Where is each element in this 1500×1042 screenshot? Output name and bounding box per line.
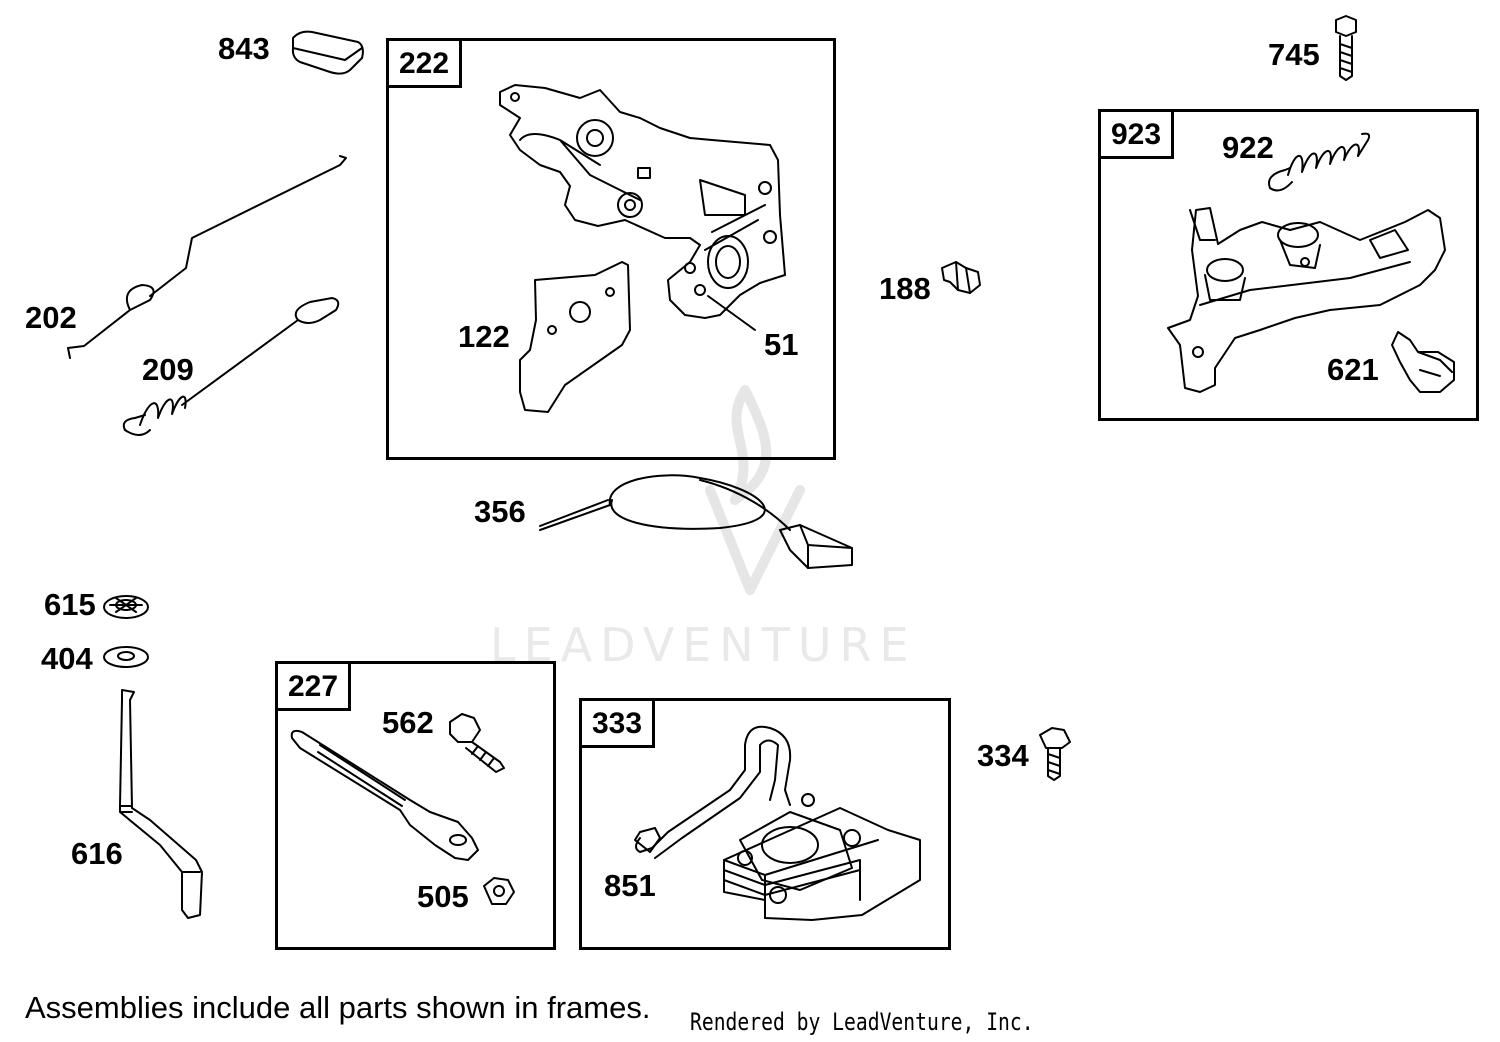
callout-202[interactable]: 202 bbox=[25, 300, 77, 335]
frame-222: 222 bbox=[386, 38, 836, 460]
callout-615[interactable]: 615 bbox=[44, 587, 96, 622]
leader-51 bbox=[707, 295, 756, 331]
part-562-screw bbox=[449, 713, 505, 773]
part-843-cap bbox=[291, 30, 364, 75]
callout-922[interactable]: 922 bbox=[1222, 130, 1274, 165]
part-122-gasket bbox=[519, 261, 631, 413]
part-615-washer bbox=[103, 595, 149, 619]
frame-label-923[interactable]: 923 bbox=[1098, 109, 1175, 159]
part-404-washer bbox=[103, 646, 149, 668]
callout-843[interactable]: 843 bbox=[218, 31, 270, 66]
frame-label-227[interactable]: 227 bbox=[275, 661, 352, 711]
part-923-bracket bbox=[1167, 207, 1446, 393]
frame-label-333[interactable]: 333 bbox=[579, 698, 656, 748]
rendered-by-credit: Rendered by LeadVenture, Inc. bbox=[690, 1008, 1034, 1036]
part-227-lever bbox=[290, 729, 479, 861]
part-621-clip bbox=[1391, 331, 1455, 393]
part-356-wire bbox=[539, 474, 853, 569]
callout-562[interactable]: 562 bbox=[382, 705, 434, 740]
callout-745[interactable]: 745 bbox=[1268, 37, 1320, 72]
frame-923: 923 bbox=[1098, 109, 1479, 421]
watermark-text: LEADVENTURE bbox=[490, 618, 917, 672]
callout-621[interactable]: 621 bbox=[1327, 352, 1379, 387]
callout-334[interactable]: 334 bbox=[977, 738, 1029, 773]
part-745-bolt bbox=[1335, 15, 1357, 81]
part-202-link bbox=[67, 155, 347, 359]
part-616-shaft bbox=[119, 689, 203, 919]
callout-122[interactable]: 122 bbox=[458, 319, 510, 354]
frame-333: 333 bbox=[579, 698, 951, 950]
frame-227: 227 bbox=[275, 661, 556, 950]
callout-209[interactable]: 209 bbox=[142, 352, 194, 387]
part-334-bolt bbox=[1039, 727, 1071, 781]
callout-616[interactable]: 616 bbox=[71, 836, 123, 871]
callout-404[interactable]: 404 bbox=[41, 641, 93, 676]
callout-356[interactable]: 356 bbox=[474, 494, 526, 529]
callout-51[interactable]: 51 bbox=[764, 327, 799, 362]
callout-505[interactable]: 505 bbox=[417, 879, 469, 914]
part-333-armature bbox=[634, 725, 921, 921]
assemblies-note: Assemblies include all parts shown in fr… bbox=[25, 990, 651, 1025]
callout-188[interactable]: 188 bbox=[879, 271, 931, 306]
callout-851[interactable]: 851 bbox=[604, 868, 656, 903]
part-222-bracket bbox=[499, 84, 786, 319]
part-505-nut bbox=[483, 877, 515, 905]
part-209-spring bbox=[122, 297, 340, 436]
frame-label-222[interactable]: 222 bbox=[386, 38, 463, 88]
part-922-spring bbox=[1268, 132, 1371, 192]
part-188-screw bbox=[941, 261, 981, 294]
